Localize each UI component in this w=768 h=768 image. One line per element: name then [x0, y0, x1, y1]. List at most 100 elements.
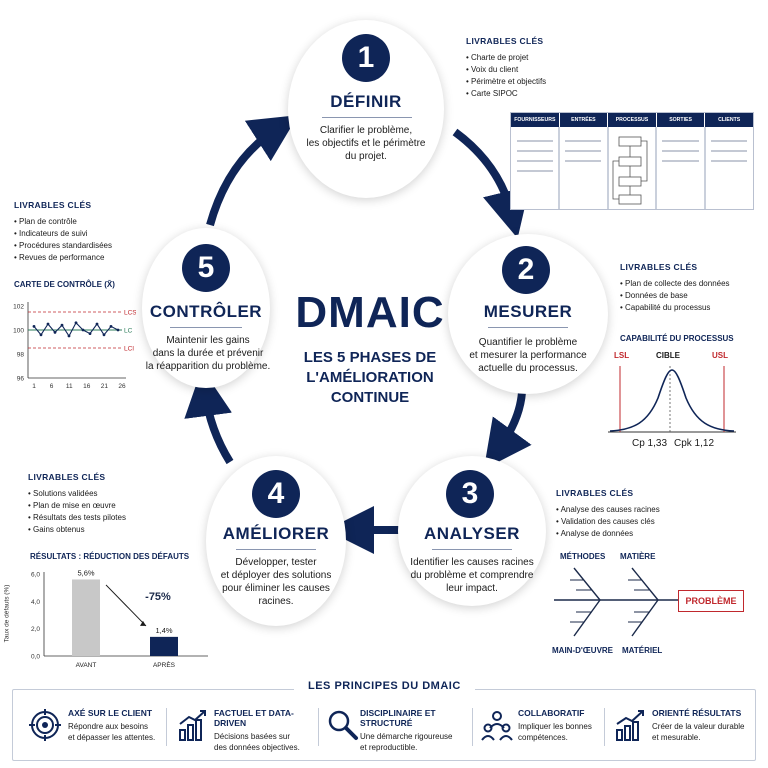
phase-title: DÉFINIR — [330, 92, 402, 111]
fishbone-label-methodes: MÉTHODES — [560, 552, 606, 561]
magnifier-icon — [328, 710, 358, 740]
sipoc-header: SORTIES — [655, 113, 705, 127]
principle-title: ORIENTÉ RÉSULTATS — [652, 708, 742, 718]
control-chart-y-tick: 100 — [13, 328, 24, 335]
capability-usl: USL — [712, 351, 728, 360]
fishbone-label-main-doeuvre: MAIN-D'ŒUVRE — [552, 646, 614, 655]
results-chart-reduction-arrow — [105, 584, 147, 627]
control-chart-point — [53, 331, 57, 334]
capability-cible: CIBLE — [656, 351, 680, 360]
control-chart-y-tick: 98 — [17, 352, 25, 359]
results-chart-category-label: AVANT — [76, 662, 97, 669]
control-chart-point — [46, 322, 50, 326]
growth-icon — [616, 710, 644, 741]
divider — [488, 327, 568, 328]
arrow-ameliorer-controler — [184, 368, 234, 465]
results-chart-ylabel: Taux de défauts (%) — [3, 584, 11, 643]
control-chart-title: CARTE DE CONTRÔLE (X̄) — [14, 280, 115, 289]
results-chart-value-label: 1,4% — [155, 626, 172, 635]
capability-curve — [608, 366, 736, 433]
livrables-title: LIVRABLES CLÉS — [620, 262, 698, 272]
control-chart-x-tick: 11 — [66, 383, 73, 390]
results-chart-bar — [72, 579, 100, 656]
arrow-mesurer-analyser — [483, 391, 532, 470]
sipoc-body — [517, 127, 747, 209]
fishbone-label-materiel: MATÉRIEL — [622, 646, 663, 655]
control-chart-lcs-label: LCS — [124, 310, 136, 317]
livrables-title: LIVRABLES CLÉS — [28, 472, 106, 482]
principle-item: ORIENTÉ RÉSULTATS Créer de la valeur dur… — [608, 704, 750, 750]
divider — [432, 549, 512, 550]
results-chart-bar — [150, 636, 178, 656]
phase-description: Clarifier le problème,les objectifs et l… — [306, 125, 426, 162]
results-chart-y-tick: 6,0 — [31, 572, 40, 579]
target-icon — [29, 709, 61, 741]
sipoc-header: PROCESSUS — [607, 113, 656, 127]
control-chart-x-tick: 16 — [83, 383, 91, 390]
divider — [170, 327, 242, 328]
fishbone-problem-box: PROBLÈME — [678, 590, 744, 612]
divider — [604, 708, 605, 746]
phase-number: 3 — [446, 470, 494, 518]
control-chart-point — [60, 323, 64, 327]
control-chart-y-tick: 102 — [13, 304, 24, 311]
control-chart-point — [39, 333, 43, 337]
phase-title: MESURER — [483, 302, 573, 321]
control-chart-point — [32, 325, 36, 328]
chart-icon — [179, 710, 206, 741]
control-chart-lci-label: LCI — [124, 346, 134, 353]
divider — [166, 708, 167, 746]
control-chart-point — [95, 322, 99, 326]
results-chart-reduction-label: -75% — [145, 591, 171, 603]
center-title: DMAIC — [295, 288, 445, 337]
sipoc-header: ENTRÉES — [558, 113, 608, 127]
results-chart-y-tick: 2,0 — [31, 626, 40, 633]
livrables-analyser: Analyse des causes racinesValidation des… — [556, 504, 660, 540]
phase-number: 1 — [342, 34, 390, 82]
principle-title: AXÉ SUR LE CLIENT — [68, 708, 153, 718]
livrables-controler: Plan de contrôleIndicateurs de suiviProc… — [14, 216, 112, 264]
control-chart-x-tick: 6 — [50, 383, 54, 390]
phase-title: ANALYSER — [424, 524, 520, 543]
divider — [236, 549, 316, 550]
divider — [472, 708, 473, 746]
fishbone-diagram — [554, 567, 678, 637]
control-chart-point — [81, 328, 85, 332]
principle-title: FACTUEL ET DATA-DRIVEN — [214, 708, 294, 728]
principle-title: DISCIPLINAIRE ET STRUCTURÉ — [360, 708, 436, 728]
control-chart-point — [88, 332, 92, 335]
principles-title: LES PRINCIPES DU DMAIC — [294, 680, 475, 692]
sipoc-header: FOURNISSEURS — [514, 117, 556, 123]
sipoc-header: CLIENTS — [704, 113, 753, 127]
arrow-controler-definir — [206, 115, 299, 227]
divider — [322, 117, 412, 118]
results-chart-y-tick: 0,0 — [31, 654, 40, 661]
control-chart-point — [74, 321, 78, 325]
capability-title: CAPABILITÉ DU PROCESSUS — [620, 334, 734, 343]
control-chart-lc-label: LC — [124, 328, 133, 335]
livrables-definir: Charte de projetVoix du clientPérimètre … — [466, 52, 546, 100]
capability-cp: Cp 1,33 — [632, 438, 668, 449]
team-icon — [481, 711, 513, 741]
principle-item: DISCIPLINAIRE ET STRUCTURÉ Une démarche … — [322, 704, 472, 752]
control-chart-x-tick: 26 — [118, 383, 126, 390]
results-chart-y-tick: 4,0 — [31, 599, 40, 606]
livrables-mesurer: Plan de collecte des donnéesDonnées de b… — [620, 278, 730, 314]
livrables-title: LIVRABLES CLÉS — [14, 200, 92, 210]
control-chart-y-tick: 96 — [17, 376, 25, 383]
phase-number: 4 — [252, 470, 300, 518]
phase-title: AMÉLIORER — [222, 524, 330, 543]
divider — [318, 708, 319, 746]
principle-item: FACTUEL ET DATA-DRIVEN Décisions basées … — [170, 704, 320, 752]
